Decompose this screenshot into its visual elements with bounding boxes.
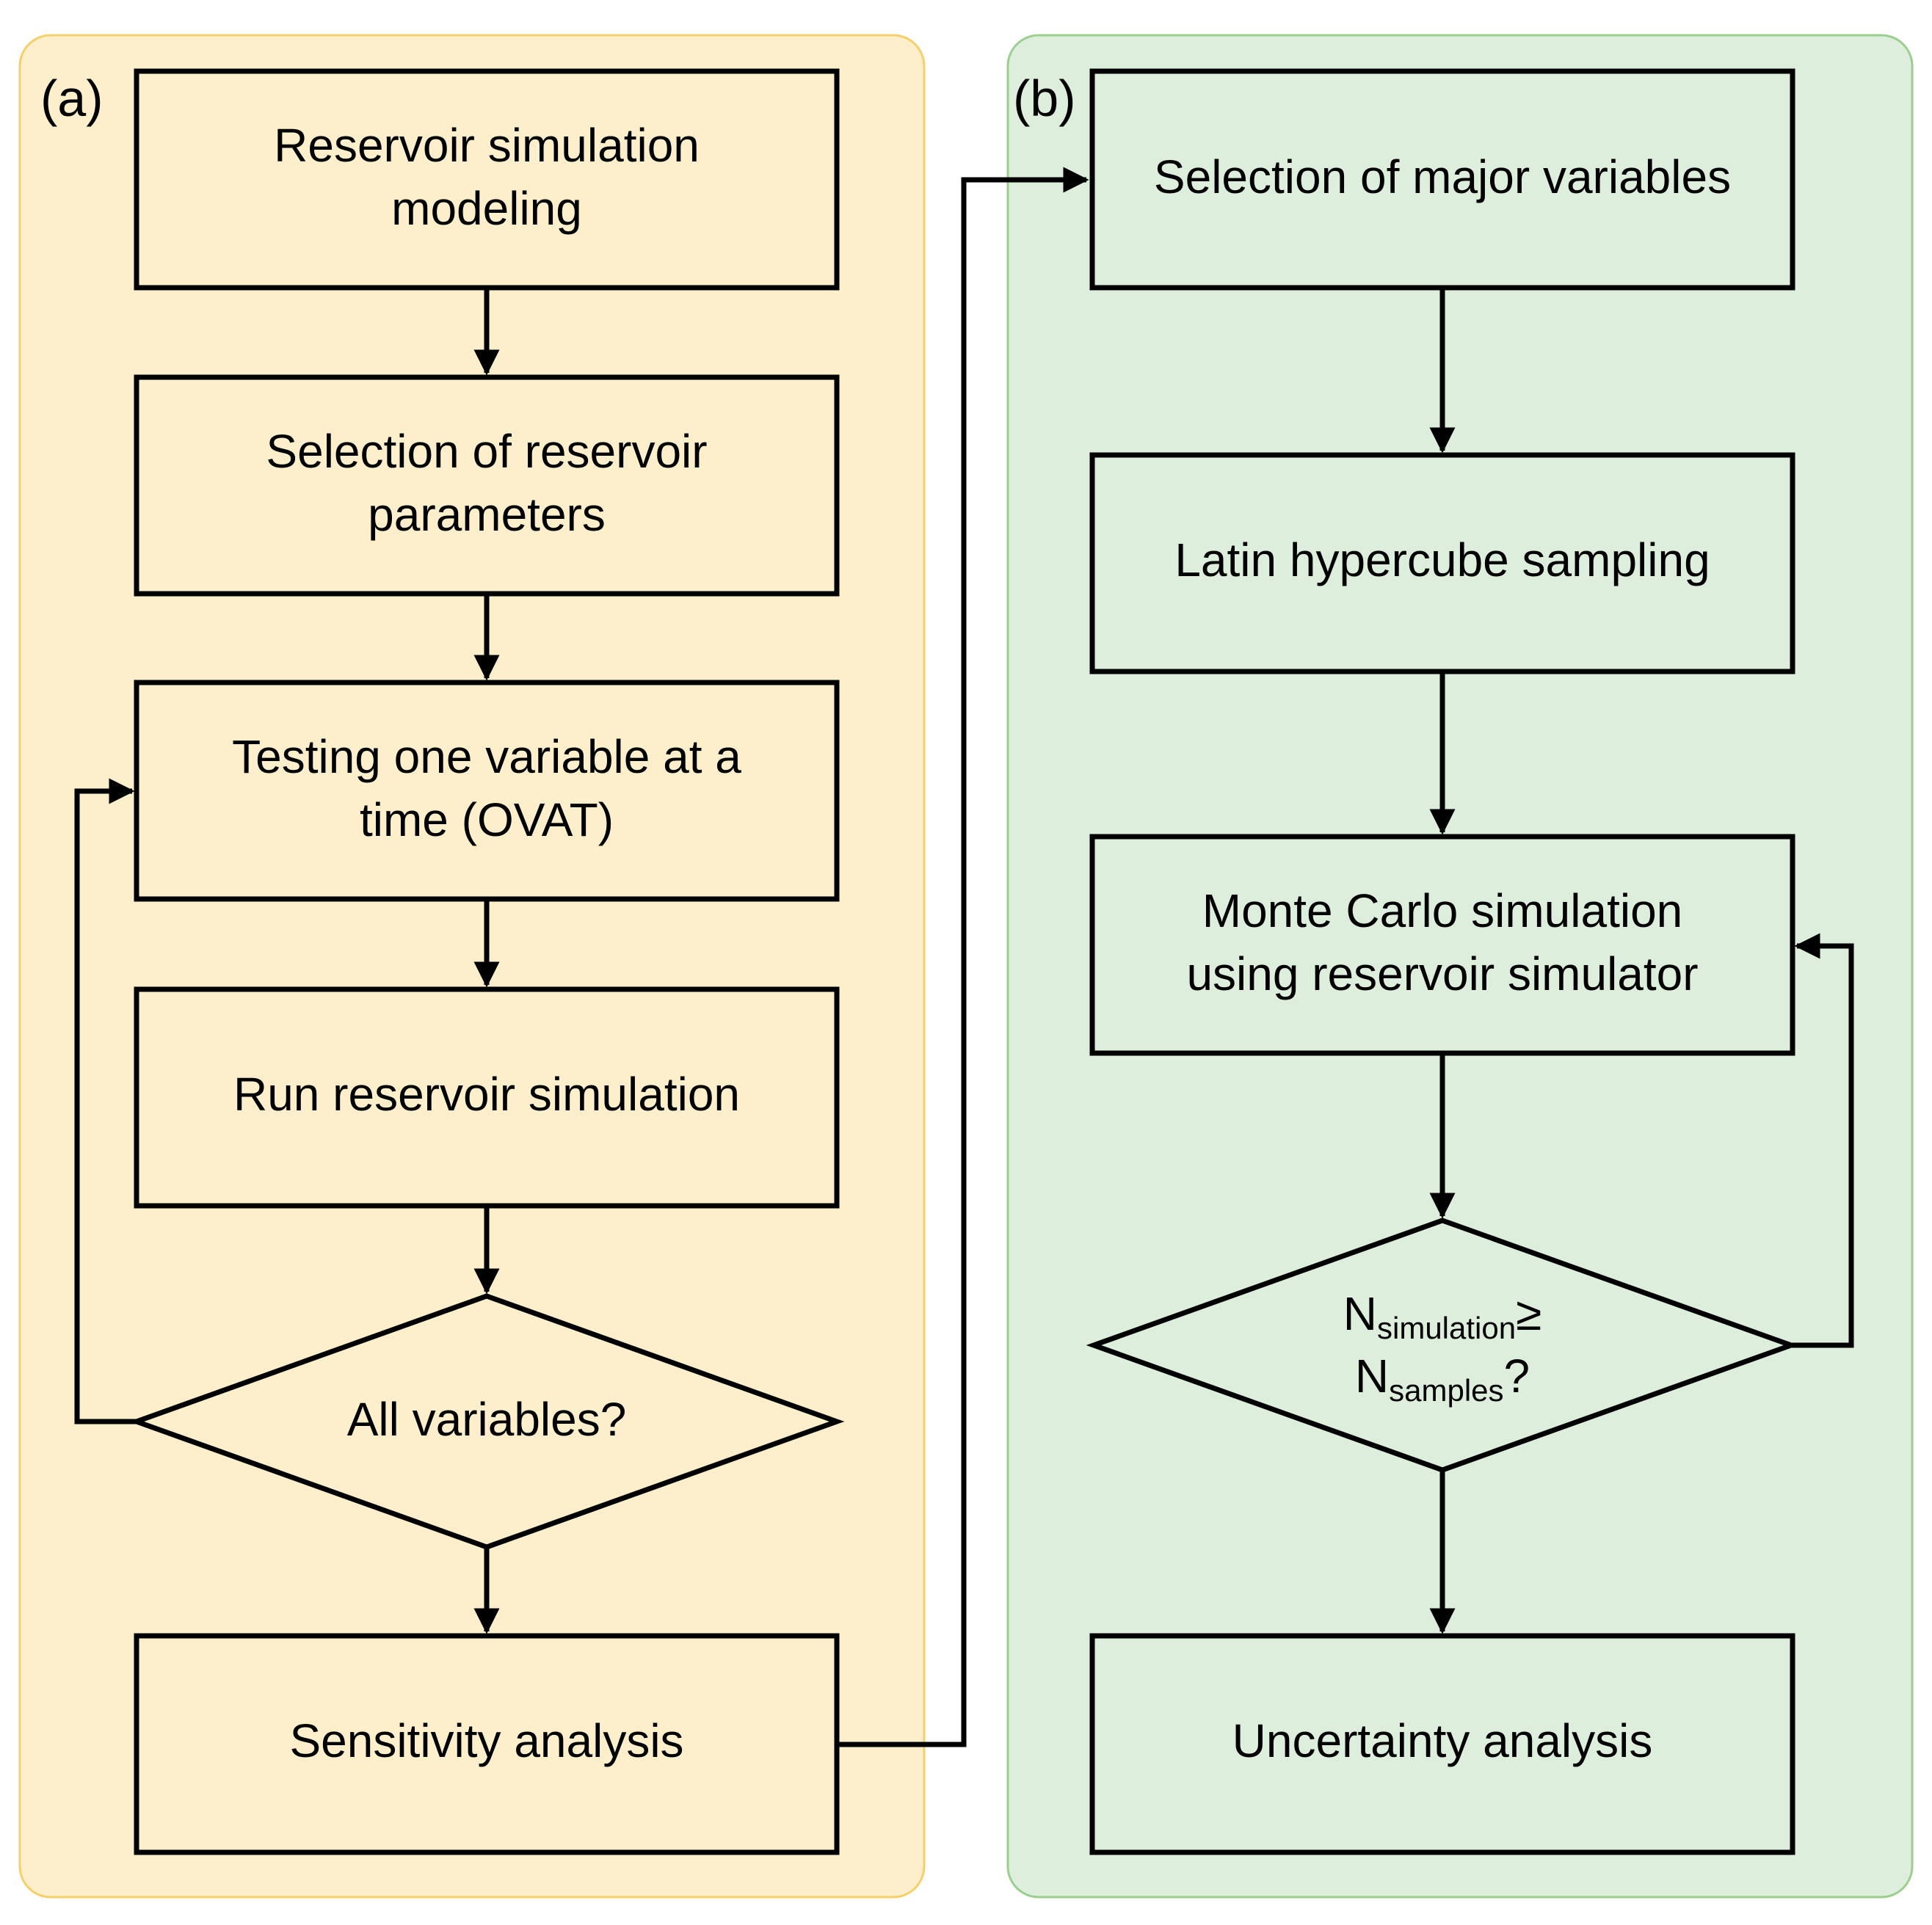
step-reservoir-modeling: Reservoir simulation modeling <box>134 68 840 291</box>
step-run-simulation-label: Run reservoir simulation <box>233 1068 740 1121</box>
step-select-parameters-line2: parameters <box>368 488 606 541</box>
panel-b-label: (b) <box>1013 70 1076 127</box>
arrow-loop-back-b <box>1791 933 1854 1348</box>
step-sensitivity-analysis: Sensitivity analysis <box>134 1633 840 1855</box>
step-select-major-variables-label: Selection of major variables <box>1154 150 1731 203</box>
step-latin-hypercube: Latin hypercube sampling <box>1089 452 1795 674</box>
step-uncertainty-analysis: Uncertainty analysis <box>1089 1633 1795 1855</box>
step-reservoir-modeling-line1: Reservoir simulation <box>274 119 700 172</box>
arrow-loop-back-a <box>74 778 137 1424</box>
decision-line1: Nsimulation≥ <box>1343 1287 1541 1345</box>
step-ovat-line2: time (OVAT) <box>360 793 614 846</box>
arrows-panel-a <box>74 167 1089 1747</box>
step-run-simulation: Run reservoir simulation <box>134 986 840 1209</box>
step-monte-carlo-line1: Monte Carlo simulation <box>1202 884 1683 937</box>
step-ovat: Testing one variable at a time (OVAT) <box>134 680 840 902</box>
step-reservoir-modeling-line2: modeling <box>391 182 582 235</box>
step-uncertainty-analysis-label: Uncertainty analysis <box>1232 1714 1653 1767</box>
step-latin-hypercube-label: Latin hypercube sampling <box>1174 534 1710 586</box>
step-sensitivity-analysis-label: Sensitivity analysis <box>289 1714 683 1767</box>
panel-a-background <box>18 34 926 1899</box>
arrows-panel-b <box>1429 288 1854 1634</box>
decision-line2: Nsamples? <box>1355 1350 1530 1408</box>
arrow-panel-link <box>837 167 1089 1747</box>
step-select-major-variables: Selection of major variables <box>1089 68 1795 291</box>
step-monte-carlo-line2: using reservoir simulator <box>1186 947 1698 1000</box>
panel-a-label: (a) <box>40 70 104 127</box>
decision-simulation-count: Nsimulation≥ Nsamples? <box>1086 1218 1799 1473</box>
step-monte-carlo: Monte Carlo simulation using reservoir s… <box>1089 834 1795 1056</box>
step-select-parameters-line1: Selection of reservoir <box>266 425 707 478</box>
decision-all-variables: All variables? <box>128 1293 845 1550</box>
step-ovat-line1: Testing one variable at a <box>232 730 741 783</box>
step-select-parameters: Selection of reservoir parameters <box>134 374 840 597</box>
decision-all-variables-label: All variables? <box>347 1393 627 1446</box>
